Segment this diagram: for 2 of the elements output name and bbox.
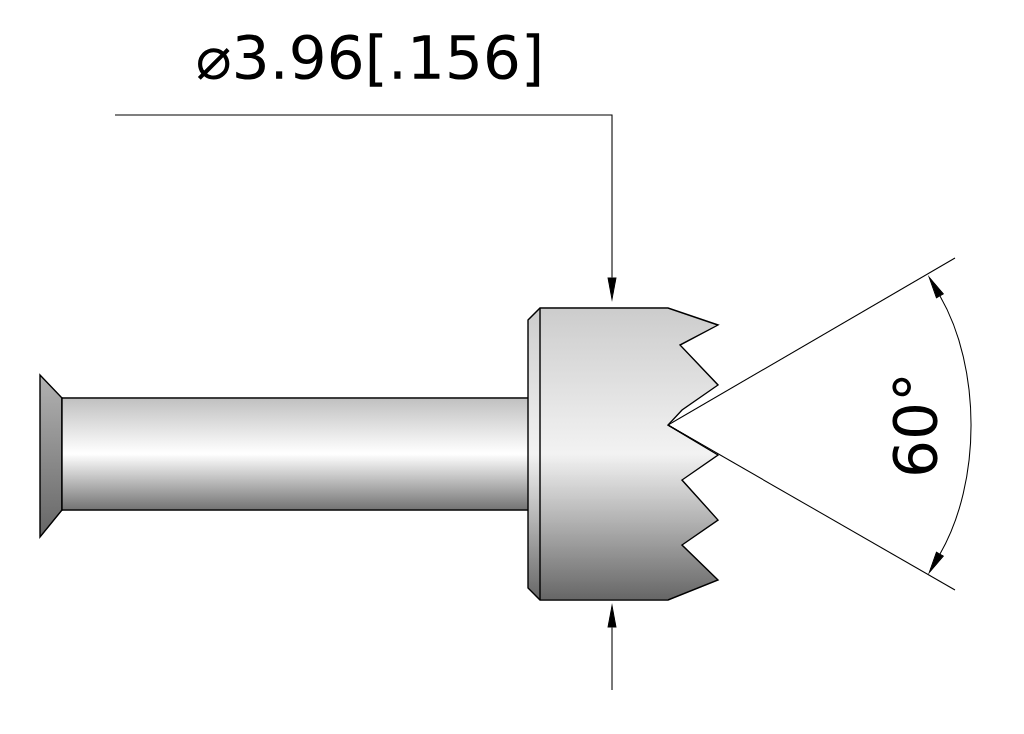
dimension-label: ⌀3.96[.156]	[197, 33, 540, 87]
angle-label: 60°	[892, 377, 938, 474]
